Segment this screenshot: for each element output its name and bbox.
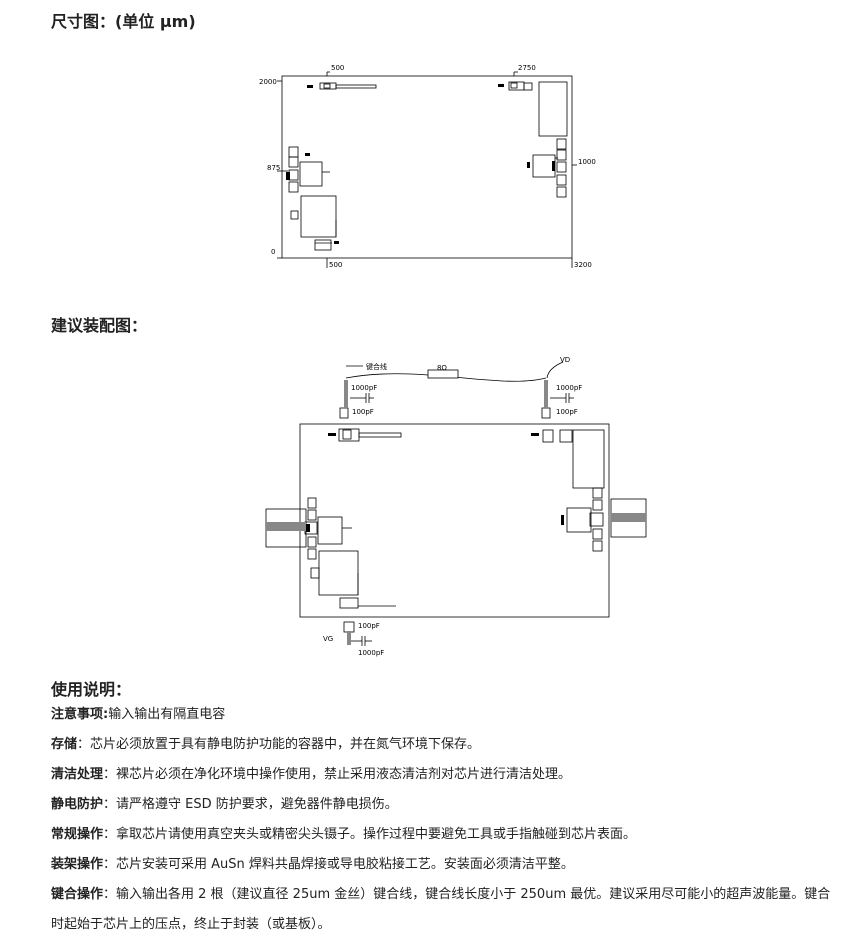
note-label: 装架操作 <box>51 857 104 872</box>
cap-1000pf-right: 1000pF <box>556 384 582 392</box>
note-item: 装架操作：芯片安装可采用 AuSn 焊料共晶焊接或导电胶粘接工艺。安装面必须清洁… <box>51 850 841 880</box>
note-item: 存储：芯片必须放置于具有静电防护功能的容器中，并在氮气环境下保存。 <box>51 730 841 760</box>
bottom-label-500: 500 <box>329 261 342 269</box>
vd-label: VD <box>560 356 570 364</box>
note-item: 键合操作：输入输出各用 2 根（建议直径 25um 金丝）键合线，键合线长度小于… <box>51 880 841 940</box>
note-text: ：芯片必须放置于具有静电防护功能的容器中，并在氮气环境下保存。 <box>77 737 481 752</box>
note-text: ：芯片安装可采用 AuSn 焊料共晶焊接或导电胶粘接工艺。安装面必须清洁平整。 <box>103 857 574 872</box>
note-item: 常规操作：拿取芯片请使用真空夹头或精密尖头镊子。操作过程中要避免工具或手指触碰到… <box>51 820 841 850</box>
note-label: 清洁处理 <box>51 767 104 782</box>
note-text: ：请严格遵守 ESD 防护要求，避免器件静电损伤。 <box>103 797 398 812</box>
top-label-500: 500 <box>331 64 344 72</box>
left-label-875: 875 <box>267 164 280 172</box>
cap-100pf-bottom: 100pF <box>358 622 380 630</box>
note-label: 注意事项: <box>51 707 109 722</box>
assembly-diagram: 键合线 8Ω VD VG 1000pF 1000pF 100pF 100pF 1… <box>265 356 647 657</box>
resistor-label: 8Ω <box>437 364 447 372</box>
note-text: ：拿取芯片请使用真空夹头或精密尖头镊子。操作过程中要避免工具或手指触碰到芯片表面… <box>103 827 637 842</box>
usage-heading: 使用说明： <box>51 680 132 699</box>
vg-label: VG <box>323 635 333 643</box>
left-label-0: 0 <box>271 248 275 256</box>
left-label-2000: 2000 <box>259 78 277 86</box>
note-label: 存储 <box>51 737 78 752</box>
note-item: 静电防护：请严格遵守 ESD 防护要求，避免器件静电损伤。 <box>51 790 841 820</box>
right-label-1000: 1000 <box>578 158 596 166</box>
cap-100pf-right: 100pF <box>556 408 578 416</box>
dimension-heading: 尺寸图：(单位 μm) <box>51 12 196 31</box>
note-label: 常规操作 <box>51 827 104 842</box>
note-item: 清洁处理：裸芯片必须在净化环境中操作使用，禁止采用液态清洁剂对芯片进行清洁处理。 <box>51 760 841 790</box>
note-text: ：裸芯片必须在净化环境中操作使用，禁止采用液态清洁剂对芯片进行清洁处理。 <box>103 767 572 782</box>
note-label: 键合操作 <box>51 887 104 902</box>
note-text: 输入输出有隔直电容 <box>108 707 226 722</box>
note-label: 静电防护 <box>51 797 104 812</box>
cap-100pf-left: 100pF <box>352 408 374 416</box>
cap-1000pf-bottom: 1000pF <box>358 649 384 657</box>
note-text: ：输入输出各用 2 根（建议直径 25um 金丝）键合线，键合线长度小于 250… <box>51 887 831 932</box>
assembly-heading: 建议装配图： <box>51 316 148 335</box>
cap-1000pf-left: 1000pF <box>351 384 377 392</box>
top-label-2750: 2750 <box>518 64 536 72</box>
usage-notes: 注意事项:输入输出有隔直电容 存储：芯片必须放置于具有静电防护功能的容器中，并在… <box>51 700 841 940</box>
note-item: 注意事项:输入输出有隔直电容 <box>51 700 841 730</box>
dimension-diagram: 500 2750 500 3200 2000 875 0 1000 <box>259 64 596 269</box>
bond-wire-label: 键合线 <box>366 362 387 371</box>
bottom-label-3200: 3200 <box>574 261 592 269</box>
